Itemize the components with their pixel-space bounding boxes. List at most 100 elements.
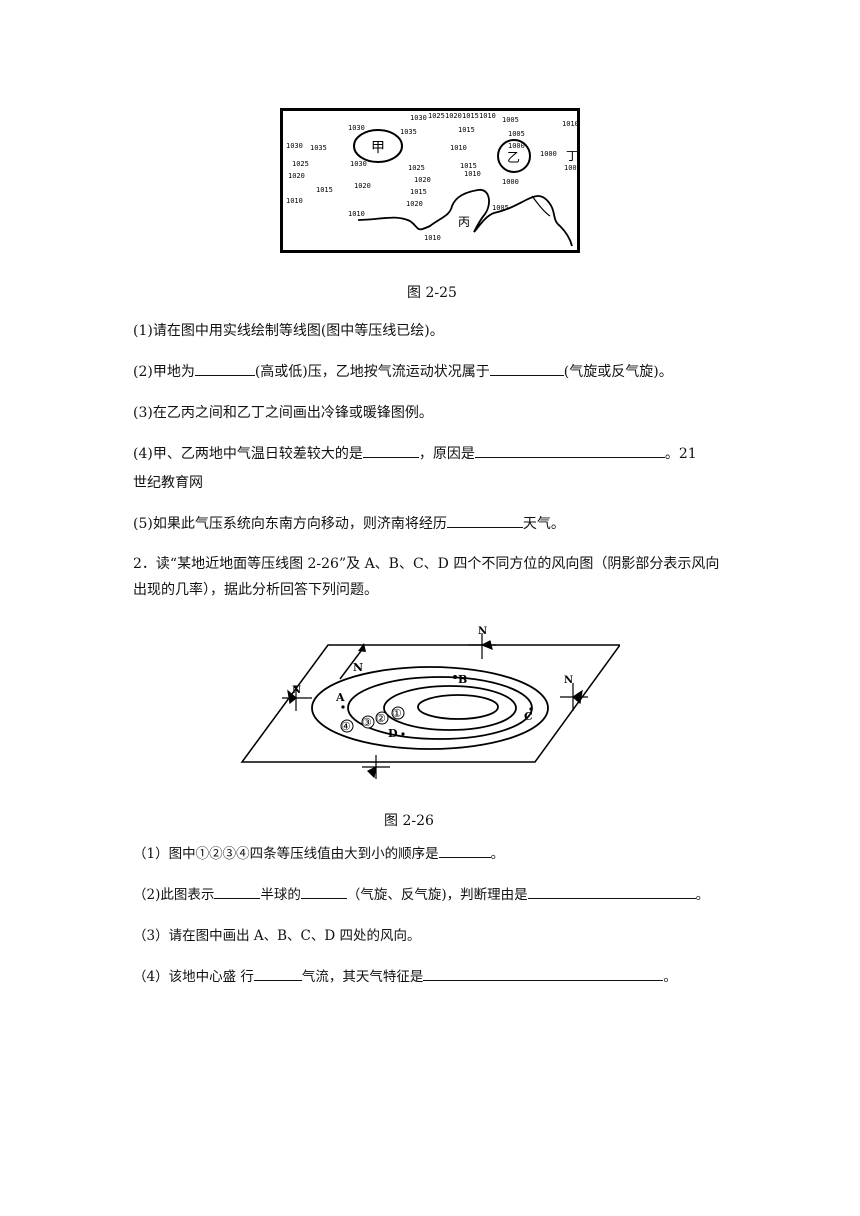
- pv-0: 1030: [410, 114, 427, 122]
- jia-isobar: [353, 129, 403, 163]
- q2-4-part-c: 。: [663, 969, 677, 985]
- pv-12: 1000: [540, 150, 557, 158]
- pv-14: 1010: [450, 144, 467, 152]
- pv-20: 1025: [408, 164, 425, 172]
- pv-18: 1035: [310, 144, 327, 152]
- q2-2-part-d: 。: [695, 887, 710, 903]
- q1-5-part-a: (5)如果此气压系统向东南方向移动，则济南将经历: [133, 516, 447, 532]
- figure2-caption: 图 2-26: [384, 813, 434, 829]
- pv-4: 1010: [479, 112, 496, 120]
- ground-plane: [240, 644, 620, 763]
- wind-rose-top: [468, 633, 496, 659]
- answer-blank[interactable]: [446, 513, 523, 528]
- q2-4-part-a: （4）该地中心盛 行: [133, 969, 254, 985]
- pv-30: 1015: [410, 188, 427, 196]
- figure1-caption: 图 2-25: [407, 285, 457, 301]
- pv-13: 1005: [564, 164, 580, 172]
- wind-rose-right: [560, 683, 588, 711]
- pressure-values: 1030 1025 1020 1015 1010 1005 1035 1030 …: [286, 112, 580, 242]
- pv-11: 1000: [508, 142, 525, 150]
- answer-blank[interactable]: [300, 884, 347, 899]
- pv-9: 1015: [458, 126, 475, 134]
- pv-16: 1025: [292, 160, 309, 168]
- isobar-label-1: ①: [392, 707, 402, 720]
- q2-4-part-b: 气流，其天气特征是: [301, 969, 424, 985]
- q1-item2: (2)甲地为(高或低)压，乙地按气流运动状况属于(气旋或反气旋)。: [133, 361, 673, 383]
- wind-rose-top-n: N: [478, 626, 487, 637]
- pv-5: 1005: [502, 116, 519, 124]
- pv-15: 1030: [286, 142, 303, 150]
- q1-4-part-a: (4)甲、乙两地中气温日较差较大的是: [133, 446, 363, 462]
- pv-3: 1015: [462, 112, 479, 120]
- map-frame: [280, 108, 580, 253]
- point-c: C: [524, 710, 533, 723]
- pv-8: 1010: [562, 120, 579, 128]
- label-yi: 乙: [507, 151, 520, 166]
- label-ding: 丁: [566, 149, 578, 163]
- pv-19: 1020: [288, 172, 305, 180]
- wind-rose-left: [282, 685, 312, 711]
- point-d: D: [388, 727, 398, 740]
- answer-blank[interactable]: [474, 443, 665, 458]
- pv-24: 1020: [354, 182, 371, 190]
- answer-blank[interactable]: [253, 966, 302, 981]
- answer-blank[interactable]: [527, 884, 696, 899]
- pv-21: 1020: [414, 176, 431, 184]
- pv-22: 1015: [460, 162, 477, 170]
- pv-6: 1035: [400, 128, 417, 136]
- isobar-2: [383, 685, 517, 731]
- q2-item1: （1）图中①②③④四条等压线值由大到小的顺序是 。: [133, 843, 504, 865]
- pv-28: 1000: [502, 178, 519, 186]
- pv-29: 1010: [424, 234, 441, 242]
- answer-blank[interactable]: [423, 966, 664, 981]
- isobar-4: [311, 666, 549, 750]
- pv-31: 1010: [464, 170, 481, 178]
- q1-2-part-c: (气旋或反气旋)。: [563, 364, 673, 380]
- wind-rose-left-n: N: [292, 685, 301, 696]
- yi-isobar: [497, 139, 531, 173]
- isobar-numbers: ④ ③ ② ①: [340, 706, 405, 733]
- pv-1: 1025: [428, 112, 445, 120]
- wind-rose-bottom: [362, 755, 390, 779]
- pv-10: 1005: [508, 130, 525, 138]
- q1-item4: (4)甲、乙两地中气温日较差较大的是，原因是。21: [133, 443, 697, 465]
- pv-2: 1020: [445, 112, 462, 120]
- answer-blank[interactable]: [362, 443, 419, 458]
- q2-1-part-a: （1）图中①②③④四条等压线值由大到小的顺序是: [133, 846, 439, 862]
- wind-rose-right-n: N: [564, 675, 573, 686]
- pressure-map-figure: 甲 乙 丁 丙 1030 1025 1020 1015 1010 1005 10…: [280, 108, 580, 253]
- north-arrow-label: N: [353, 661, 363, 674]
- q1-5-part-b: 天气。: [522, 516, 565, 532]
- isobar-label-3: ③: [362, 716, 372, 729]
- answer-blank[interactable]: [214, 884, 261, 899]
- pv-26: 1015: [316, 186, 333, 194]
- north-arrow: [339, 646, 365, 680]
- answer-blank[interactable]: [194, 361, 255, 376]
- isobar-label-2: ②: [376, 712, 386, 725]
- q2-item3: （3）请在图中画出 A、B、C、D 四处的风向。: [133, 928, 421, 944]
- isobar-1: [417, 694, 499, 720]
- q1-4-continued: 世纪教育网: [133, 475, 203, 491]
- label-jia: 甲: [371, 140, 385, 156]
- answer-blank[interactable]: [438, 843, 491, 858]
- q1-item1: (1)请在图中用实线绘制等线图(图中等压线已绘)。: [133, 323, 444, 339]
- q1-item3: (3)在乙丙之间和乙丁之间画出冷锋或暖锋图例。: [133, 405, 433, 421]
- pv-27: 1005: [492, 204, 509, 212]
- pv-7: 1030: [348, 124, 365, 132]
- q1-item5: (5)如果此气压系统向东南方向移动，则济南将经历 天气。: [133, 513, 565, 535]
- q1-4-part-c: 。21: [664, 446, 697, 462]
- pv-23: 1010: [286, 197, 303, 205]
- q2-intro: 2．读“某地近地面等压线图 2-26”及 A、B、C、D 四个不同方位的风向图（…: [133, 556, 720, 598]
- pv-32: 1020: [406, 200, 423, 208]
- coastline: [357, 189, 573, 247]
- q2-1-part-b: 。: [490, 846, 505, 862]
- point-b: B: [458, 673, 467, 686]
- isobar-figure-2-26: N ④ ③ ② ① A B C D N N N: [240, 626, 620, 779]
- q1-2-part-b: (高或低)压，乙地按气流运动状况属于: [254, 364, 490, 380]
- q2-2-part-c: （气旋、反气旋)，判断理由是: [346, 887, 528, 903]
- answer-blank[interactable]: [489, 361, 564, 376]
- label-bing: 丙: [458, 215, 470, 229]
- q2-item2: （2)此图表示半球的（气旋、反气旋)，判断理由是。: [133, 884, 709, 906]
- point-a: A: [335, 691, 345, 704]
